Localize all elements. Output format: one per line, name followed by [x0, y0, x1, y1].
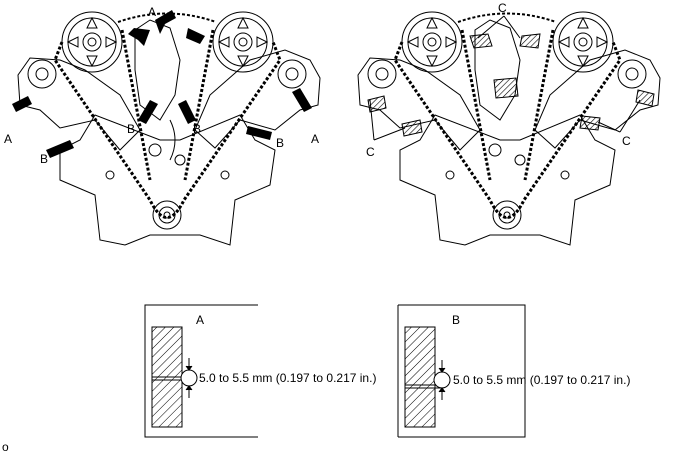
detail-a-frame	[144, 304, 258, 438]
label-b-right: B	[276, 136, 285, 150]
engine-left-drawing	[17, 11, 321, 246]
label-c-right: C	[622, 134, 631, 148]
engine-right-drawing	[357, 11, 661, 246]
detail-b-hatched-part	[404, 326, 436, 428]
label-a-left: A	[4, 132, 13, 146]
corner-mark: o	[2, 440, 9, 454]
detail-a-title: A	[196, 313, 205, 327]
detail-a-mark	[152, 358, 198, 398]
detail-b-title: B	[452, 313, 461, 327]
label-b-center-right: B	[193, 122, 202, 136]
arrows-left-engine	[12, 10, 312, 158]
detail-b-dimension: 5.0 to 5.5 mm (0.197 to 0.217 in.)	[453, 373, 631, 387]
label-a-top: A	[148, 5, 157, 19]
label-c-top: C	[498, 1, 507, 15]
chain-guides-c	[367, 33, 655, 137]
label-b-center-left: B	[127, 122, 136, 136]
label-c-left: C	[366, 145, 375, 159]
detail-b-frame	[397, 304, 526, 438]
label-b-left: B	[40, 152, 49, 166]
detail-a-dimension: 5.0 to 5.5 mm (0.197 to 0.217 in.)	[199, 371, 377, 385]
detail-b-mark	[405, 360, 451, 400]
label-a-right: A	[311, 132, 320, 146]
